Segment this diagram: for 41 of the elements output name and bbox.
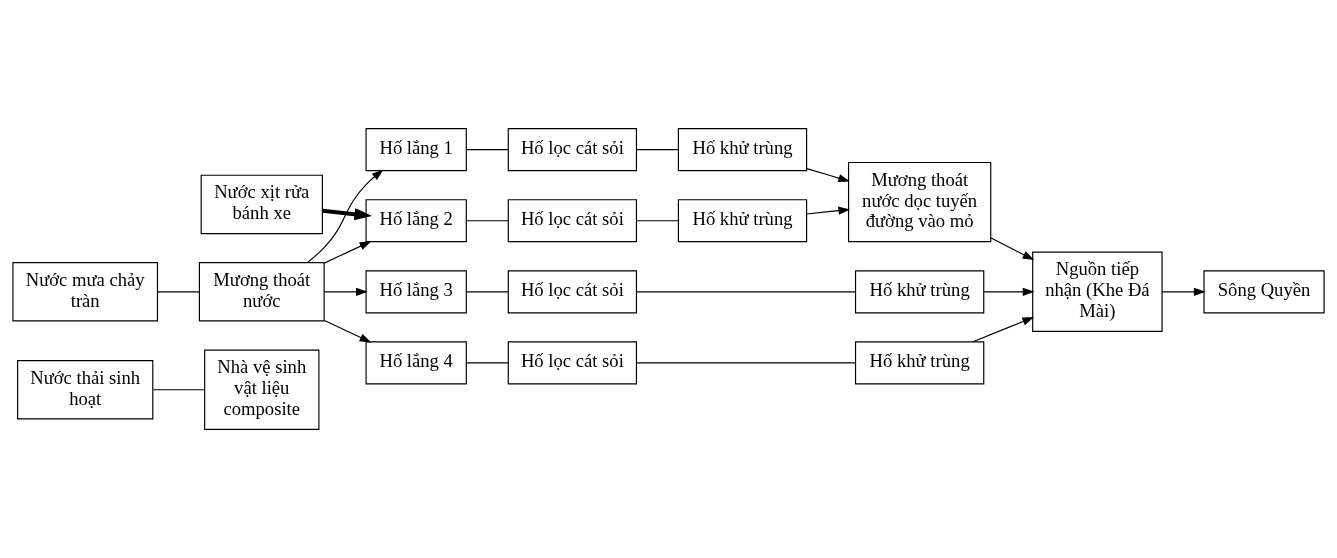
connector [636, 291, 856, 293]
node-box: Hố khử trùng [677, 128, 808, 172]
arrow [983, 287, 1035, 296]
connector [157, 291, 200, 293]
node-box: Hố khử trùng [677, 199, 808, 243]
node-box: Hố khử trùng [854, 341, 985, 385]
node-box: Hố lọc cát sỏi [507, 199, 638, 243]
arrow [806, 206, 851, 215]
node-box: Hố lọc cát sỏi [507, 341, 638, 385]
node-box: Hố khử trùng [854, 270, 985, 314]
node-box: Hố lắng 3 [365, 270, 467, 314]
connector [635, 220, 679, 222]
arrow [306, 169, 384, 264]
connector [636, 362, 856, 364]
arrow [323, 241, 372, 264]
arrow [323, 319, 372, 343]
node-box: Sông Quyền [1203, 270, 1325, 314]
arrow [1161, 287, 1206, 296]
connector [152, 389, 205, 391]
connector [465, 220, 509, 222]
node-box: Hố lắng 4 [365, 341, 467, 385]
node-box: Hố lắng 1 [365, 128, 467, 172]
connector [635, 149, 679, 151]
node-box: Nước mưa chảy tràn [12, 262, 159, 322]
arrow [972, 317, 1035, 343]
arrow [322, 208, 372, 221]
arrow [990, 237, 1035, 261]
node-box: Nhà vệ sinh vật liệu composite [204, 349, 320, 430]
connector [465, 291, 509, 293]
node-box: Nước thải sinh hoạt [17, 360, 154, 420]
connector [465, 149, 509, 151]
node-box: Mương thoát nước dọc tuyến đường vào mỏ [847, 161, 992, 243]
node-box: Mương thoát nước [198, 262, 325, 322]
node-box: Nguồn tiếp nhận (Khe Đá Mài) [1032, 251, 1163, 333]
connector [465, 362, 509, 364]
node-box: Nước xịt rửa bánh xe [200, 174, 323, 235]
arrow [323, 287, 368, 296]
node-box: Hố lắng 2 [365, 199, 467, 243]
node-box: Hố lọc cát sỏi [507, 270, 638, 314]
node-box: Hố lọc cát sỏi [507, 128, 638, 172]
arrow [806, 168, 851, 183]
